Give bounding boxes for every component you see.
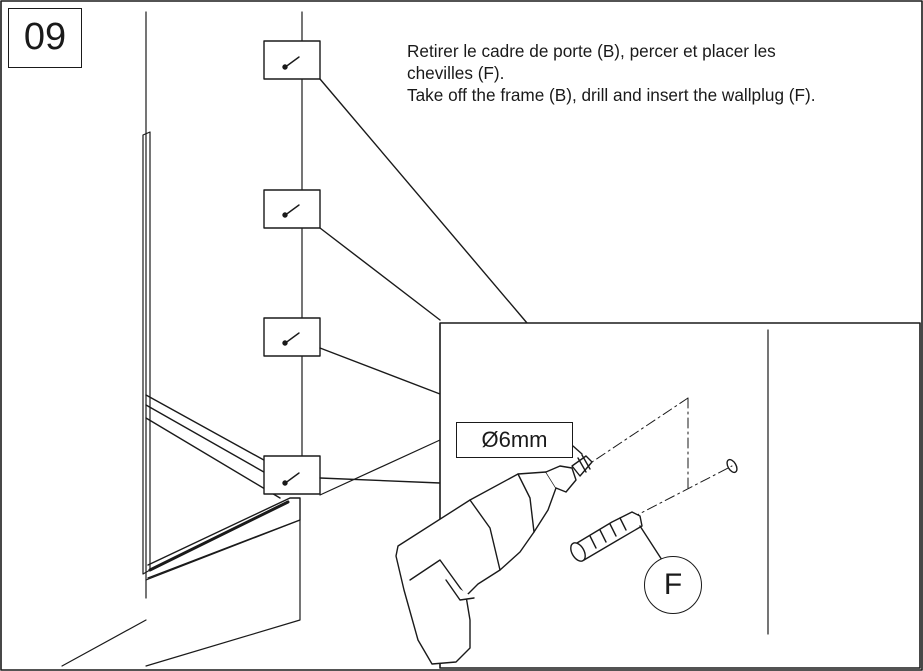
wallplug-leader — [639, 525, 663, 561]
leader-line-3 — [319, 347, 441, 395]
wallplug-icon — [570, 511, 643, 562]
marker-2 — [263, 189, 321, 229]
floor-line-2 — [319, 439, 441, 496]
leader-line-2 — [319, 227, 441, 321]
wallplug-part-letter: F — [663, 568, 683, 601]
drill-diameter-label: Ø6mm — [456, 422, 573, 458]
instruction-fr-line1: Retirer le cadre de porte (B), percer et… — [407, 41, 776, 61]
door-frame — [142, 131, 301, 667]
drill-diameter-text: Ø6mm — [481, 427, 548, 452]
instruction-fr-line2: chevilles (F). — [407, 63, 505, 83]
wall-hole — [726, 458, 738, 474]
wallplug-part-callout: F — [644, 556, 702, 614]
floor-line — [61, 619, 147, 667]
leader-line-4 — [319, 477, 441, 484]
instructions-block: Retirer le cadre de porte (B), percer et… — [407, 40, 917, 106]
step-number-box: 09 — [8, 8, 82, 68]
step-number: 09 — [23, 16, 67, 58]
instruction-en-line1: Take off the frame (B), drill and insert… — [407, 85, 816, 105]
marker-3 — [263, 317, 321, 357]
marker-4 — [263, 455, 321, 495]
drill-icon — [395, 454, 593, 665]
diameter-leader — [572, 445, 583, 455]
drill-hole-marker-icon — [263, 40, 321, 495]
marker-1 — [263, 40, 321, 80]
leader-line-1 — [319, 78, 528, 324]
